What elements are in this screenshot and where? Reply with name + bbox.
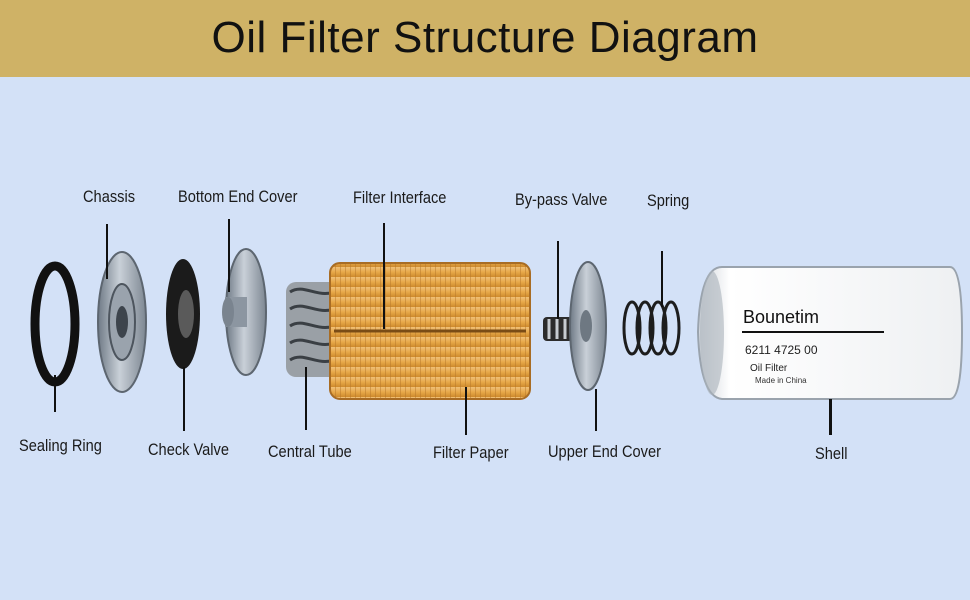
central-tube-leader-line — [305, 367, 307, 430]
check-valve-leader-line — [183, 367, 185, 431]
shell-leader-line — [829, 399, 832, 435]
sealing-ring-part — [30, 261, 80, 387]
shell-part — [696, 266, 964, 400]
shell-origin-text: Made in China — [755, 376, 807, 385]
upper-end-cover-label: Upper End Cover — [548, 442, 661, 461]
diagram-area: Bounetim 6211 4725 00 Oil Filter Made in… — [0, 77, 970, 600]
chassis-label: Chassis — [83, 187, 136, 206]
shell-product-text: Oil Filter — [750, 363, 788, 374]
bottom-end-cover-part — [222, 248, 267, 376]
filter-paper-part — [329, 262, 531, 400]
upper-end-cover-part — [569, 261, 607, 391]
filter-parts-illustration — [30, 248, 964, 400]
filter-paper-label: Filter Paper — [433, 443, 509, 462]
check-valve-part — [166, 259, 200, 369]
chassis-part — [97, 251, 147, 393]
shell-part-number-text: 6211 4725 00 — [745, 343, 818, 357]
title-banner: Oil Filter Structure Diagram — [0, 0, 970, 77]
sealing-ring-label: Sealing Ring — [19, 436, 102, 455]
bypass-valve-leader-line — [557, 241, 559, 319]
chassis-leader-line — [106, 224, 108, 279]
shell-label: Shell — [815, 444, 848, 463]
bottom-end-cover-label: Bottom End Cover — [178, 187, 298, 206]
sealing-ring-leader-line — [54, 375, 56, 412]
spring-part — [622, 300, 681, 356]
shell-brand-text: Bounetim — [743, 307, 820, 327]
spring-label: Spring — [647, 191, 690, 210]
bottom-end-cover-leader-line — [228, 219, 230, 292]
bypass-valve-label: By-pass Valve — [515, 190, 608, 209]
filter-interface-label: Filter Interface — [353, 188, 447, 207]
central-tube-label: Central Tube — [268, 442, 352, 461]
check-valve-label: Check Valve — [148, 440, 230, 459]
upper-end-cover-leader-line — [595, 389, 597, 431]
filter-interface-leader-line — [383, 223, 385, 329]
spring-leader-line — [661, 251, 663, 307]
bypass-valve-part — [543, 317, 577, 341]
filter-paper-leader-line — [465, 387, 467, 435]
page-title: Oil Filter Structure Diagram — [211, 13, 759, 62]
